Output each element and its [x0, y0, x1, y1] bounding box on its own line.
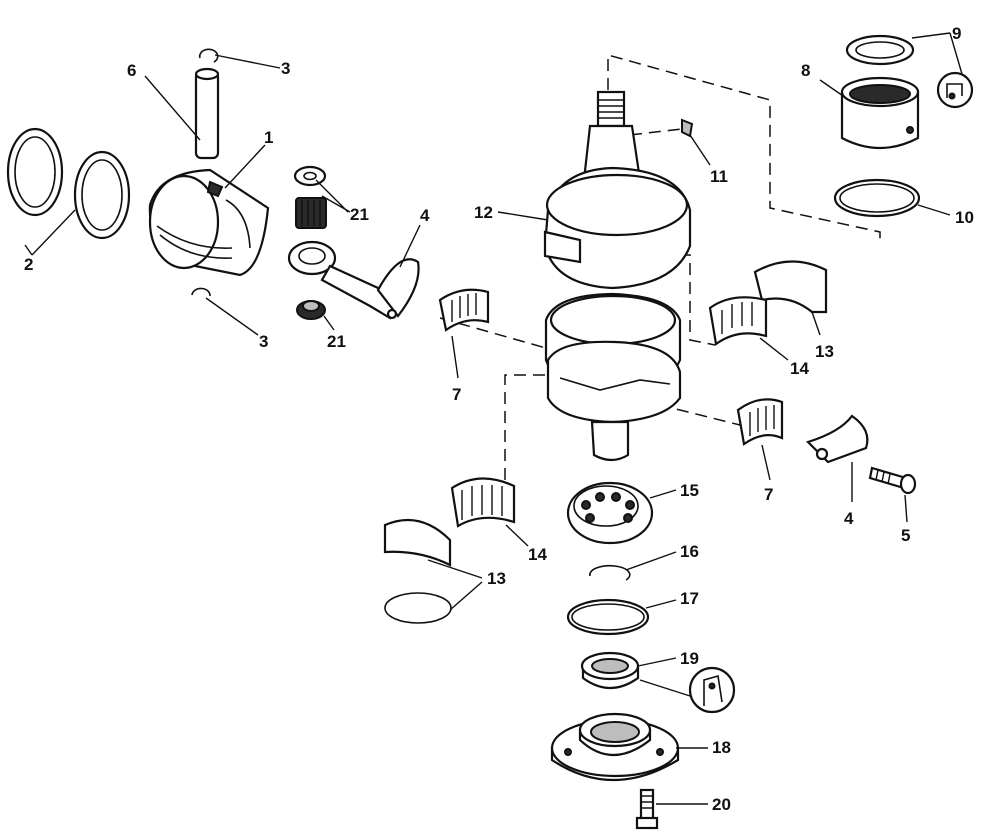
callout-14-left: 14 [528, 545, 547, 564]
callout-16: 16 [680, 542, 699, 561]
callout-21-top: 21 [350, 205, 369, 224]
callout-10: 10 [955, 208, 974, 227]
upper-main-bearing [840, 76, 920, 150]
callout-7-right: 7 [764, 485, 774, 504]
callout-5: 5 [901, 526, 911, 545]
piston-pin [194, 67, 220, 160]
crankshaft [543, 90, 694, 462]
callout-2: 2 [24, 255, 34, 274]
pin-retainers [191, 48, 219, 297]
callout-6: 6 [127, 61, 137, 80]
callout-17: 17 [680, 589, 699, 608]
ball-bearing [566, 481, 654, 545]
callout-12: 12 [474, 203, 493, 222]
lower-bearing-housing [550, 712, 680, 782]
callout-14-right: 14 [790, 359, 809, 378]
callout-1: 1 [264, 128, 274, 147]
center-main-bearing [383, 260, 828, 624]
rod-screw [868, 466, 917, 495]
connecting-rod-cap [805, 414, 869, 464]
callout-4-cap: 4 [844, 509, 854, 528]
connecting-rod [287, 240, 420, 320]
callout-13-left: 13 [487, 569, 506, 588]
callout-3-bottom: 3 [259, 332, 269, 351]
piston-rings [6, 127, 131, 240]
leader-lines [24, 32, 963, 805]
callout-13-right: 13 [815, 342, 834, 361]
callout-18: 18 [712, 738, 731, 757]
callout-11: 11 [710, 167, 728, 186]
callout-4-rod: 4 [420, 206, 430, 225]
housing-screw [635, 788, 659, 830]
rod-bearing-cages [438, 288, 784, 446]
callout-20: 20 [712, 795, 731, 814]
callout-19: 19 [680, 649, 699, 668]
callout-15: 15 [680, 481, 699, 500]
callout-8: 8 [801, 61, 811, 80]
upper-o-ring [833, 178, 921, 218]
piston [148, 168, 270, 277]
wrist-pin-bearing [293, 165, 327, 320]
callout-21-bottom: 21 [327, 332, 346, 351]
lower-seal [580, 651, 736, 714]
callout-3-top: 3 [281, 59, 291, 78]
lower-rings [566, 564, 650, 636]
callout-9: 9 [952, 24, 962, 43]
callout-7-left: 7 [452, 385, 462, 404]
upper-seal [845, 34, 974, 109]
